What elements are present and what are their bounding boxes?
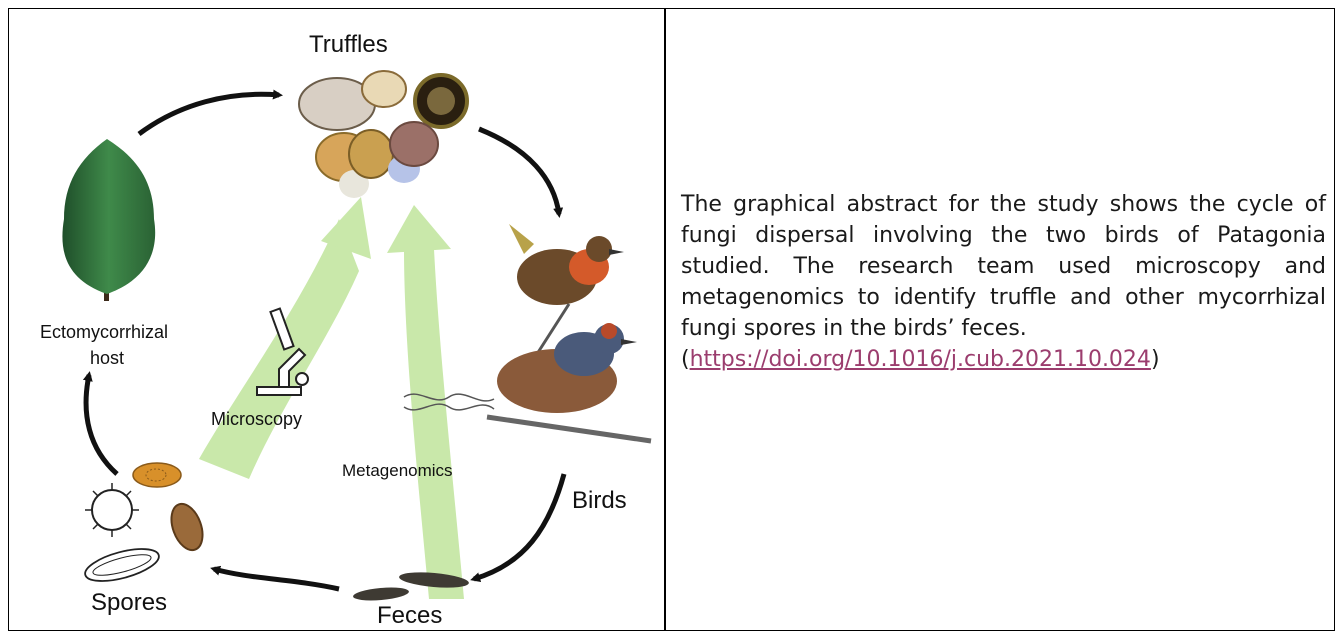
table-divider bbox=[664, 9, 666, 630]
layout-table: Truffles Ectomycorrhizal host Microscopy… bbox=[8, 8, 1335, 631]
bird-bottom-icon bbox=[487, 323, 651, 441]
doi-link[interactable]: https://doi.org/10.1016/j.cub.2021.10.02… bbox=[690, 347, 1151, 372]
microscopy-label: Microscopy bbox=[211, 409, 302, 430]
caption: The graphical abstract for the study sho… bbox=[681, 189, 1326, 375]
spores-icon bbox=[82, 463, 208, 587]
truffles-label: Truffles bbox=[309, 31, 388, 59]
truffles-icon bbox=[299, 71, 467, 198]
caption-paren-open: ( bbox=[681, 347, 690, 372]
feces-label: Feces bbox=[377, 602, 442, 630]
birds-label: Birds bbox=[572, 487, 627, 515]
metagenomics-label: Metagenomics bbox=[342, 461, 453, 481]
caption-text: The graphical abstract for the study sho… bbox=[681, 192, 1326, 341]
caption-paren-close: ) bbox=[1151, 347, 1160, 372]
cycle-diagram bbox=[9, 9, 664, 629]
host-label-line1: Ectomycorrhizal bbox=[40, 322, 168, 343]
graphical-abstract: Truffles Ectomycorrhizal host Microscopy… bbox=[9, 9, 664, 629]
host-label-line2: host bbox=[90, 348, 124, 369]
spores-label: Spores bbox=[91, 589, 167, 617]
metagenomics-green-arrow bbox=[387, 205, 464, 599]
tree-icon bbox=[62, 139, 155, 301]
